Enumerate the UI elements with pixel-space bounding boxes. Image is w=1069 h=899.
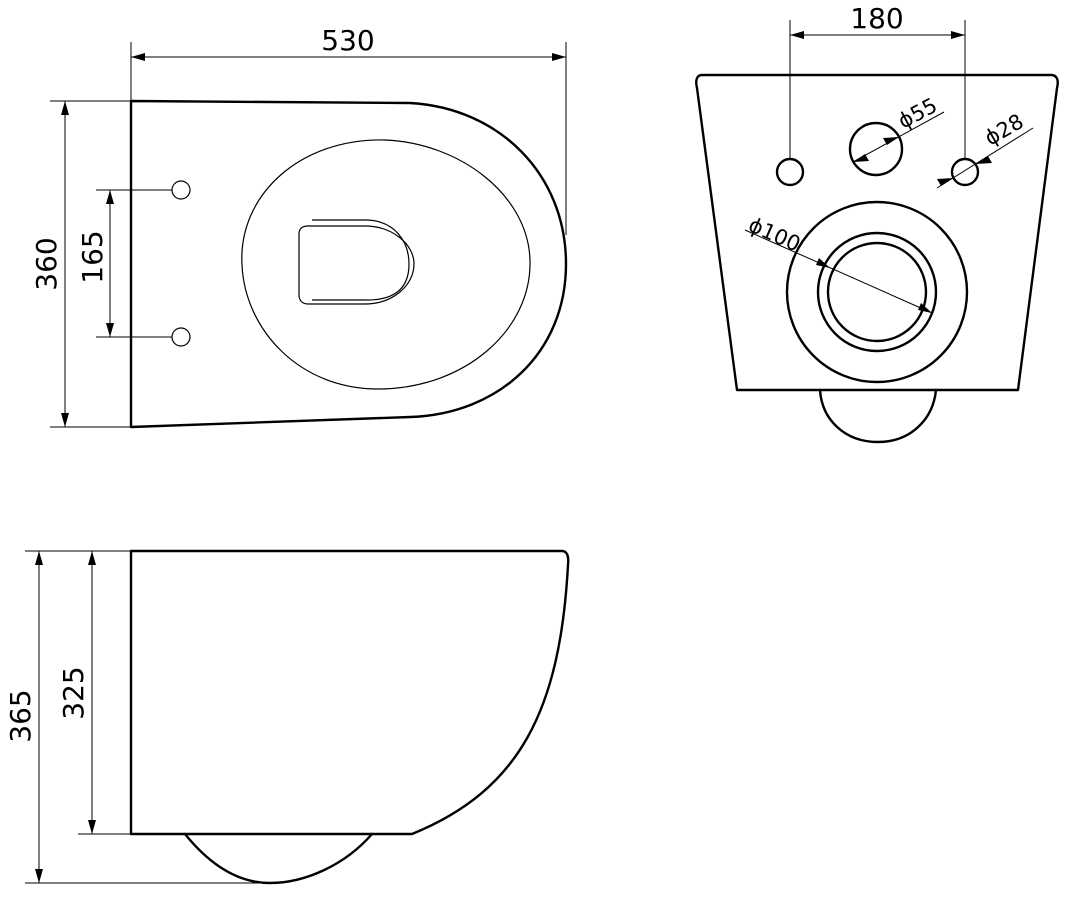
flush-outlet-inner (312, 219, 410, 301)
outlet-middle-ring (816, 231, 938, 353)
dim-180: 180 (789, 2, 966, 159)
dim-530: 530 (130, 24, 567, 235)
side-view: 365 325 (4, 549, 570, 885)
side-view-outline (129, 549, 570, 836)
dim-365: 365 (4, 550, 270, 884)
dim-label-325: 325 (57, 666, 90, 719)
outlet-outer-ring (785, 200, 969, 384)
water-inlet-hole (848, 121, 904, 177)
rear-view: 180 ϕ55 ϕ28 ϕ100 (695, 2, 1059, 444)
dim-phi55: ϕ55 (852, 93, 945, 163)
wall-bolt-hole-left (775, 157, 805, 187)
side-view-trap (183, 832, 374, 885)
dim-phi28: ϕ28 (936, 109, 1034, 189)
seat-bolt-hole-upper (171, 180, 191, 200)
dim-label-360: 360 (30, 237, 63, 290)
wall-bolt-hole-right (950, 157, 980, 187)
outlet-inner-ring (826, 241, 928, 343)
rear-view-outline (695, 73, 1059, 392)
bowl-rim (241, 139, 531, 390)
dim-label-165: 165 (76, 230, 109, 283)
dim-label-365: 365 (4, 689, 37, 742)
dim-label-530: 530 (321, 24, 374, 57)
dim-label-phi55: ϕ55 (894, 93, 941, 133)
top-view-outline (129, 99, 568, 429)
dim-label-phi100: ϕ100 (745, 213, 804, 257)
rear-view-trap (818, 388, 938, 444)
dim-165: 165 (76, 189, 172, 338)
dim-325: 325 (57, 551, 131, 835)
seat-bolt-hole-lower (171, 327, 191, 347)
dim-label-180: 180 (850, 2, 903, 35)
dim-label-phi28: ϕ28 (981, 109, 1028, 150)
dim-360: 360 (30, 100, 131, 428)
top-view: 530 360 165 (30, 24, 568, 429)
